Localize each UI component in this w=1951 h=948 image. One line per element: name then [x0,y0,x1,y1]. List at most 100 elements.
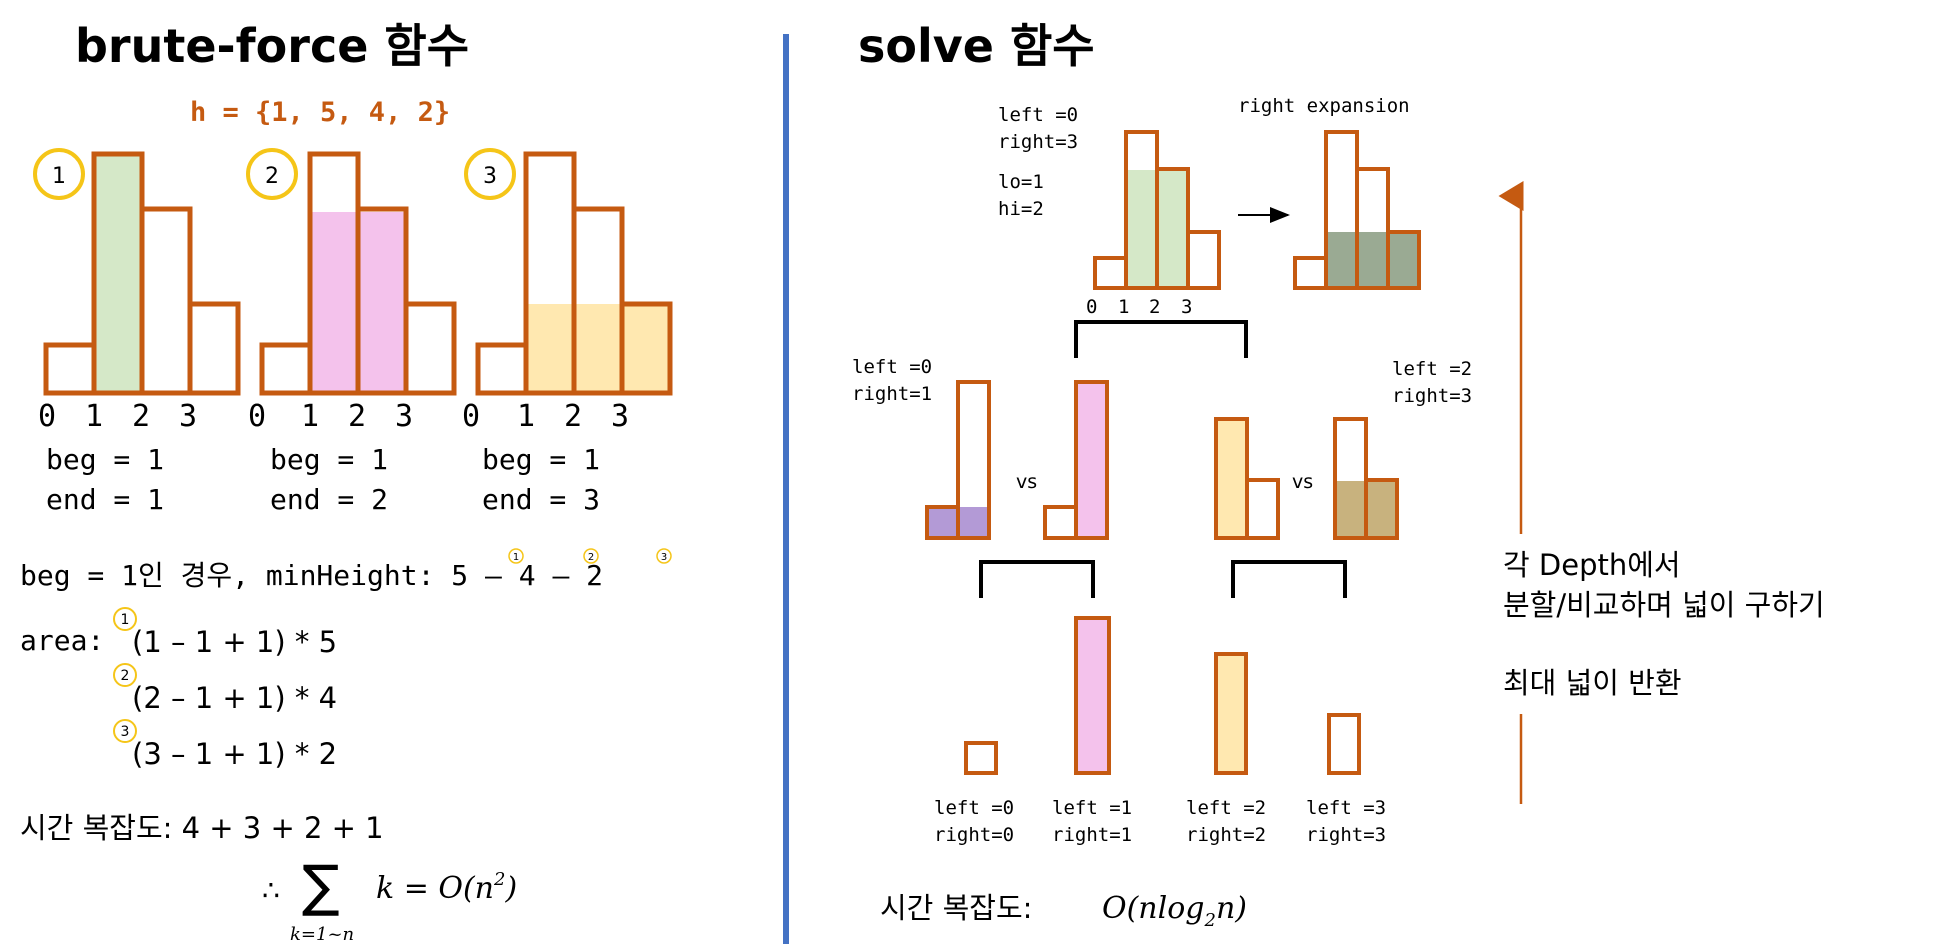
bar-h0 [43,342,97,396]
area-marker-1-label: 1 [121,612,130,628]
step-marker-3 [464,148,516,200]
leaf-bar-2 [1214,652,1248,775]
leaf-0-left: left =0 [934,797,1014,819]
vs-left: vs [1016,471,1037,493]
solve-top-chart: 0 1 2 3 [1086,130,1221,318]
leaf-charts [964,616,1361,775]
bar-h0 [1043,505,1078,540]
sum-body: k = O(n2) [376,869,517,906]
tick-3: 3 [1181,296,1192,318]
tick-2: 2 [348,399,366,434]
tree-bracket-right [1231,560,1347,598]
mid-chart-a [925,380,991,540]
tick-3: 3 [395,399,413,434]
leaf-3-right: right=3 [1306,824,1386,846]
area-fill-olive [1327,232,1419,287]
sigma-subscript: k=1~n [290,924,354,945]
bar-h0 [475,342,529,396]
side-note-line-1: 각 Depth에서 [1503,548,1681,582]
mini-marker-1 [508,548,524,564]
area-marker-2-label: 2 [121,668,130,684]
end-label: end = 2 [270,483,388,516]
top-left-label: left =0 [998,104,1078,126]
tick-1: 1 [517,399,535,434]
side-note-line-2: 분할/비교하며 넓이 구하기 [1503,588,1825,622]
area-marker-2 [113,663,137,687]
side-note-line-3: 최대 넓이 반환 [1503,666,1682,700]
bf-chart-3: 3 0 1 2 3 beg = 1 end = 3 [462,148,673,516]
end-label: end = 3 [482,483,600,516]
bar-h1 [91,151,145,396]
mid-left-label: left =0 [852,356,932,378]
area-line-1: (1 – 1 + 1) * 5 [132,625,337,659]
bar-h2 [1155,167,1190,290]
bar-h0 [1093,256,1128,290]
mini-marker-1-label: 1 [513,552,519,563]
area-marker-3-label: 3 [121,724,130,740]
bf-complexity: 시간 복잡도: 4 + 3 + 2 + 1 [20,811,384,845]
beg-label: beg = 1 [270,443,388,476]
tree-bracket-top [1074,320,1248,358]
mini-marker-3 [656,548,672,564]
step-marker-3-label: 3 [483,164,497,189]
tick-0: 0 [248,399,266,434]
area-marker-1 [113,607,137,631]
area-marker-3 [113,719,137,743]
mini-marker-2 [583,548,599,564]
mid-chart-d [1333,417,1399,540]
tick-1: 1 [1118,296,1129,318]
leaf-3-left: left =3 [1306,797,1386,819]
beg-label: beg = 1 [46,443,164,476]
area-label: area: [20,624,104,657]
bar-h3 [187,301,241,396]
bar-h1 [1074,380,1109,540]
bar-h3 [619,301,673,396]
leaf-2-right: right=2 [1186,824,1266,846]
bf-chart-1: 1 0 1 2 3 beg = 1 end = 1 [33,148,241,516]
tick-0: 0 [462,399,480,434]
area-block: area: 1 (1 – 1 + 1) * 5 2 (2 – 1 + 1) * … [20,607,337,771]
bar-h3 [403,301,457,396]
step-marker-2 [246,148,298,200]
bar-h3 [1386,230,1421,290]
solve-complexity: 시간 복잡도: O(nlog2n) [880,891,1247,931]
solve-expanded-chart [1293,130,1421,290]
bar-h3 [1186,230,1221,290]
tree-bracket-left [979,560,1095,598]
step-marker-2-label: 2 [265,164,279,189]
min-height-line: beg = 1인 경우, minHeight: 5 – 4 – 2 1 2 3 [20,548,672,592]
bar-h2 [1214,417,1249,540]
sigma-symbol: ∑ [302,854,340,919]
tick-0: 0 [38,399,56,434]
bar-h2 [571,206,625,396]
lo-label: lo=1 [998,171,1044,193]
right-title: solve 함수 [858,19,1095,73]
tick-2: 2 [132,399,150,434]
beg-label: beg = 1 [482,443,600,476]
bar-h2 [355,206,409,396]
bar-h1 [956,380,991,540]
step-marker-1 [33,148,85,200]
tick-2: 2 [564,399,582,434]
tick-3: 3 [179,399,197,434]
min-height-text: beg = 1인 경우, minHeight: 5 – 4 – 2 [20,559,603,592]
end-label: end = 1 [46,483,164,516]
mid-right-right-label: right=3 [1392,385,1472,407]
mid-right-label: left =2 [1392,358,1472,380]
mid-chart-b [1043,380,1109,540]
top-right-label: right=3 [998,131,1078,153]
bar-h2 [1355,167,1390,290]
leaf-1-left: left =1 [1052,797,1132,819]
bar-h3 [1364,478,1399,540]
leaf-bar-0 [964,741,998,775]
leaf-0-right: right=0 [934,824,1014,846]
mid-chart-c [1214,417,1280,540]
leaf-bar-1 [1074,616,1111,775]
mini-marker-3-label: 3 [661,552,667,563]
expansion-label: right expansion [1238,95,1410,117]
therefore-symbol: ∴ [262,874,280,907]
sum-formula: ∴ ∑ k=1~n k = O(n2) [262,854,517,945]
area-fill-yellow [528,304,671,391]
area-line-2: (2 – 1 + 1) * 4 [132,681,337,715]
bf-chart-2: 2 0 1 2 3 beg = 1 end = 2 [246,148,457,516]
